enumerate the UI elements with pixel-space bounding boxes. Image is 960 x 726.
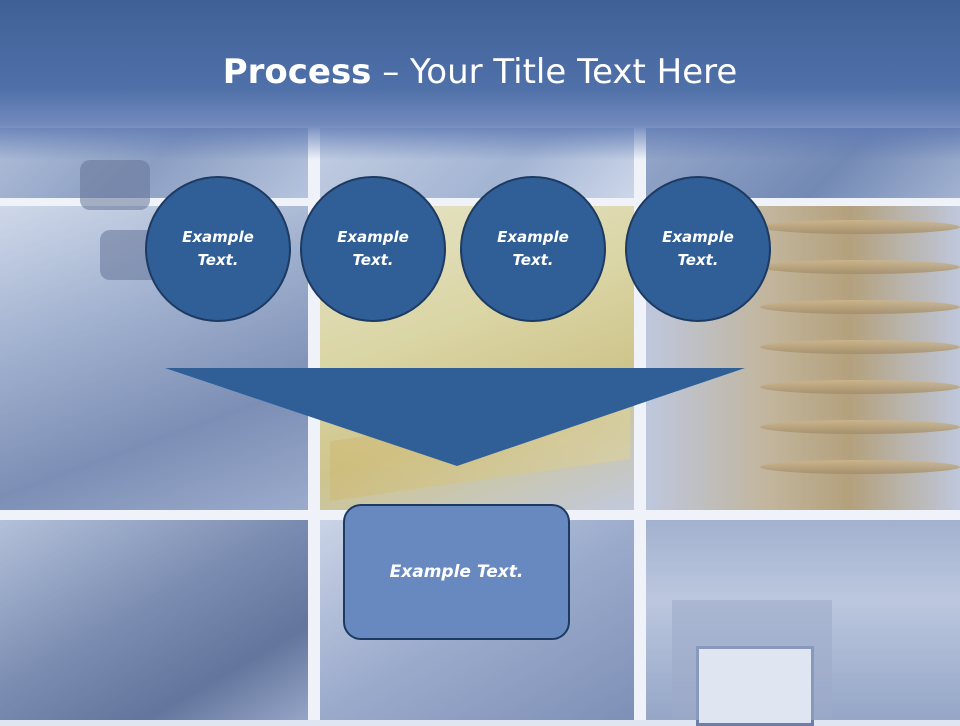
title-band <box>0 0 960 160</box>
coin-graphic <box>760 340 960 354</box>
process-circle-2[interactable]: Example Text. <box>300 176 446 322</box>
circle-line-1: Example <box>337 228 409 246</box>
coin-graphic <box>760 260 960 274</box>
funnel-triangle <box>165 368 745 466</box>
circle-text: Example Text. <box>168 226 268 272</box>
circle-line-2: Text. <box>512 251 554 269</box>
circle-line-1: Example <box>182 228 254 246</box>
coin-graphic <box>760 380 960 394</box>
funnel-arrow[interactable] <box>165 368 745 466</box>
coin-graphic <box>760 420 960 434</box>
coin-stack-graphic <box>760 220 960 234</box>
circle-line-2: Text. <box>677 251 719 269</box>
process-circle-3[interactable]: Example Text. <box>460 176 606 322</box>
result-text: Example Text. <box>389 562 524 582</box>
circle-line-1: Example <box>497 228 569 246</box>
slide-title-rest: – Your Title Text Here <box>371 52 738 92</box>
circle-line-1: Example <box>662 228 734 246</box>
circle-text: Example Text. <box>483 226 583 272</box>
collage-tile-phone <box>0 520 308 720</box>
circle-line-2: Text. <box>197 251 239 269</box>
circle-text: Example Text. <box>648 226 748 272</box>
coin-graphic <box>760 300 960 314</box>
process-circle-4[interactable]: Example Text. <box>625 176 771 322</box>
slide-title: Process – Your Title Text Here <box>0 52 960 92</box>
circle-text: Example Text. <box>323 226 423 272</box>
result-box[interactable]: Example Text. <box>343 504 570 640</box>
process-circle-1[interactable]: Example Text. <box>145 176 291 322</box>
slide-title-bold: Process <box>222 52 372 92</box>
circle-line-2: Text. <box>352 251 394 269</box>
coin-graphic <box>760 460 960 474</box>
